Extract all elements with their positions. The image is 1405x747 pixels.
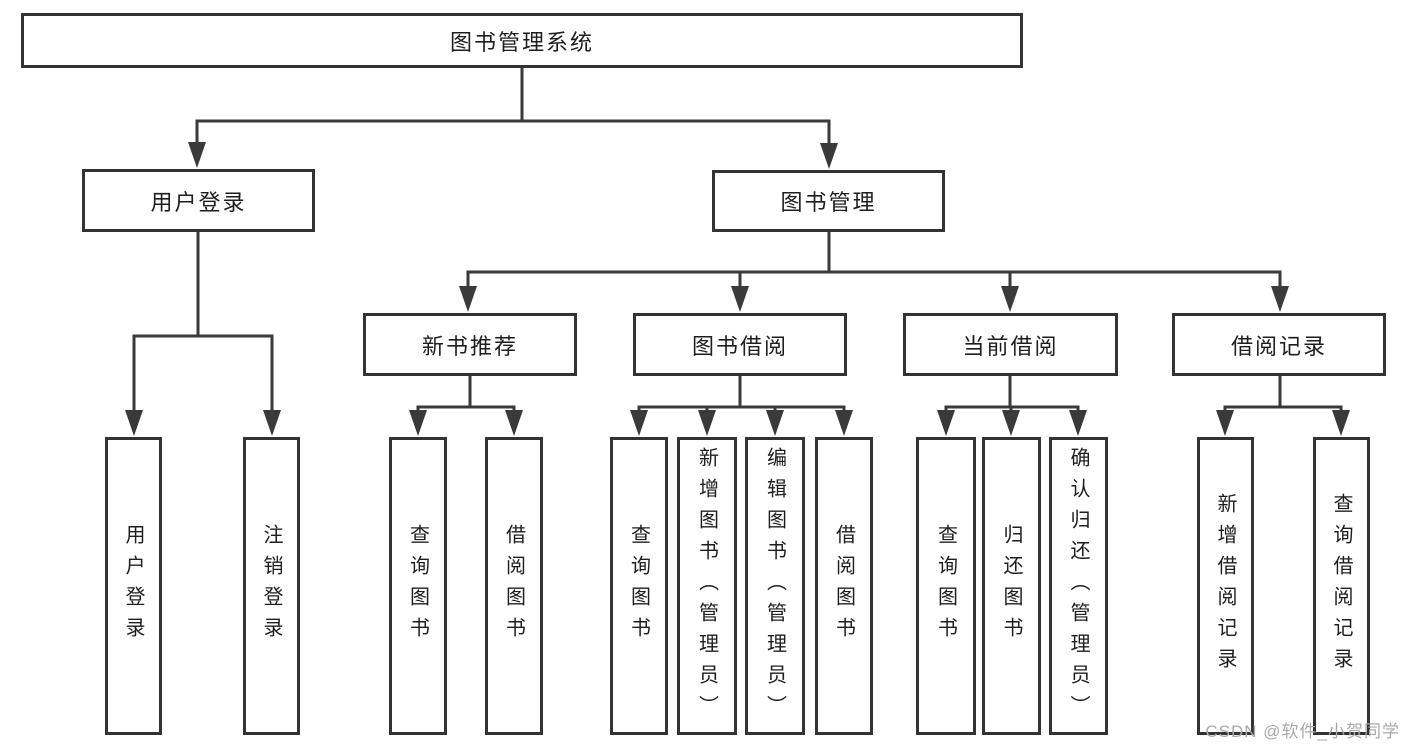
node-leaf-logout: 注销登录	[243, 437, 300, 735]
arrowhead-icon	[505, 410, 523, 436]
node-leaf-edit-book: 编辑图书（管理员）	[745, 437, 805, 735]
node-leaf-add-book: 新增图书（管理员）	[677, 437, 737, 735]
arrowhead-icon	[937, 410, 955, 436]
node-leaf-query-book-cur: 查询图书	[916, 437, 976, 735]
arrowhead-icon	[1332, 410, 1350, 436]
arrowhead-icon	[731, 286, 749, 312]
arrowhead-icon	[125, 410, 143, 436]
arrowhead-icon	[409, 410, 427, 436]
node-leaf-borrow-book-new: 借阅图书	[485, 437, 543, 735]
arrowhead-icon	[835, 410, 853, 436]
node-borrow-records: 借阅记录	[1172, 313, 1386, 376]
node-root: 图书管理系统	[21, 13, 1023, 68]
node-leaf-return-book: 归还图书	[982, 437, 1041, 735]
node-book-mgmt: 图书管理	[712, 170, 945, 232]
arrowhead-icon	[263, 410, 281, 436]
node-leaf-add-record: 新增借阅记录	[1197, 437, 1254, 735]
node-leaf-confirm-return: 确认归还（管理员）	[1049, 437, 1108, 735]
arrowhead-icon	[630, 410, 648, 436]
watermark: CSDN @软件_小贺同学	[1205, 722, 1400, 741]
node-leaf-query-book-new: 查询图书	[389, 437, 447, 735]
arrowhead-icon	[1069, 410, 1087, 436]
arrowhead-icon	[766, 410, 784, 436]
node-book-borrow: 图书借阅	[633, 313, 847, 376]
node-leaf-borrow-book: 借阅图书	[815, 437, 873, 735]
arrowhead-icon	[1002, 410, 1020, 436]
arrowhead-icon	[820, 143, 838, 169]
node-current-borrow: 当前借阅	[903, 313, 1118, 376]
node-leaf-query-record: 查询借阅记录	[1313, 437, 1370, 735]
node-user-login: 用户登录	[82, 169, 315, 232]
arrowhead-icon	[459, 286, 477, 312]
arrowhead-icon	[188, 142, 206, 168]
node-new-book-rec: 新书推荐	[363, 313, 577, 376]
arrowhead-icon	[1216, 410, 1234, 436]
arrowhead-icon	[698, 410, 716, 436]
arrowhead-icon	[1271, 286, 1289, 312]
node-leaf-user-login: 用户登录	[105, 437, 162, 735]
node-leaf-query-book-bor: 查询图书	[610, 437, 668, 735]
arrowhead-icon	[1001, 286, 1019, 312]
